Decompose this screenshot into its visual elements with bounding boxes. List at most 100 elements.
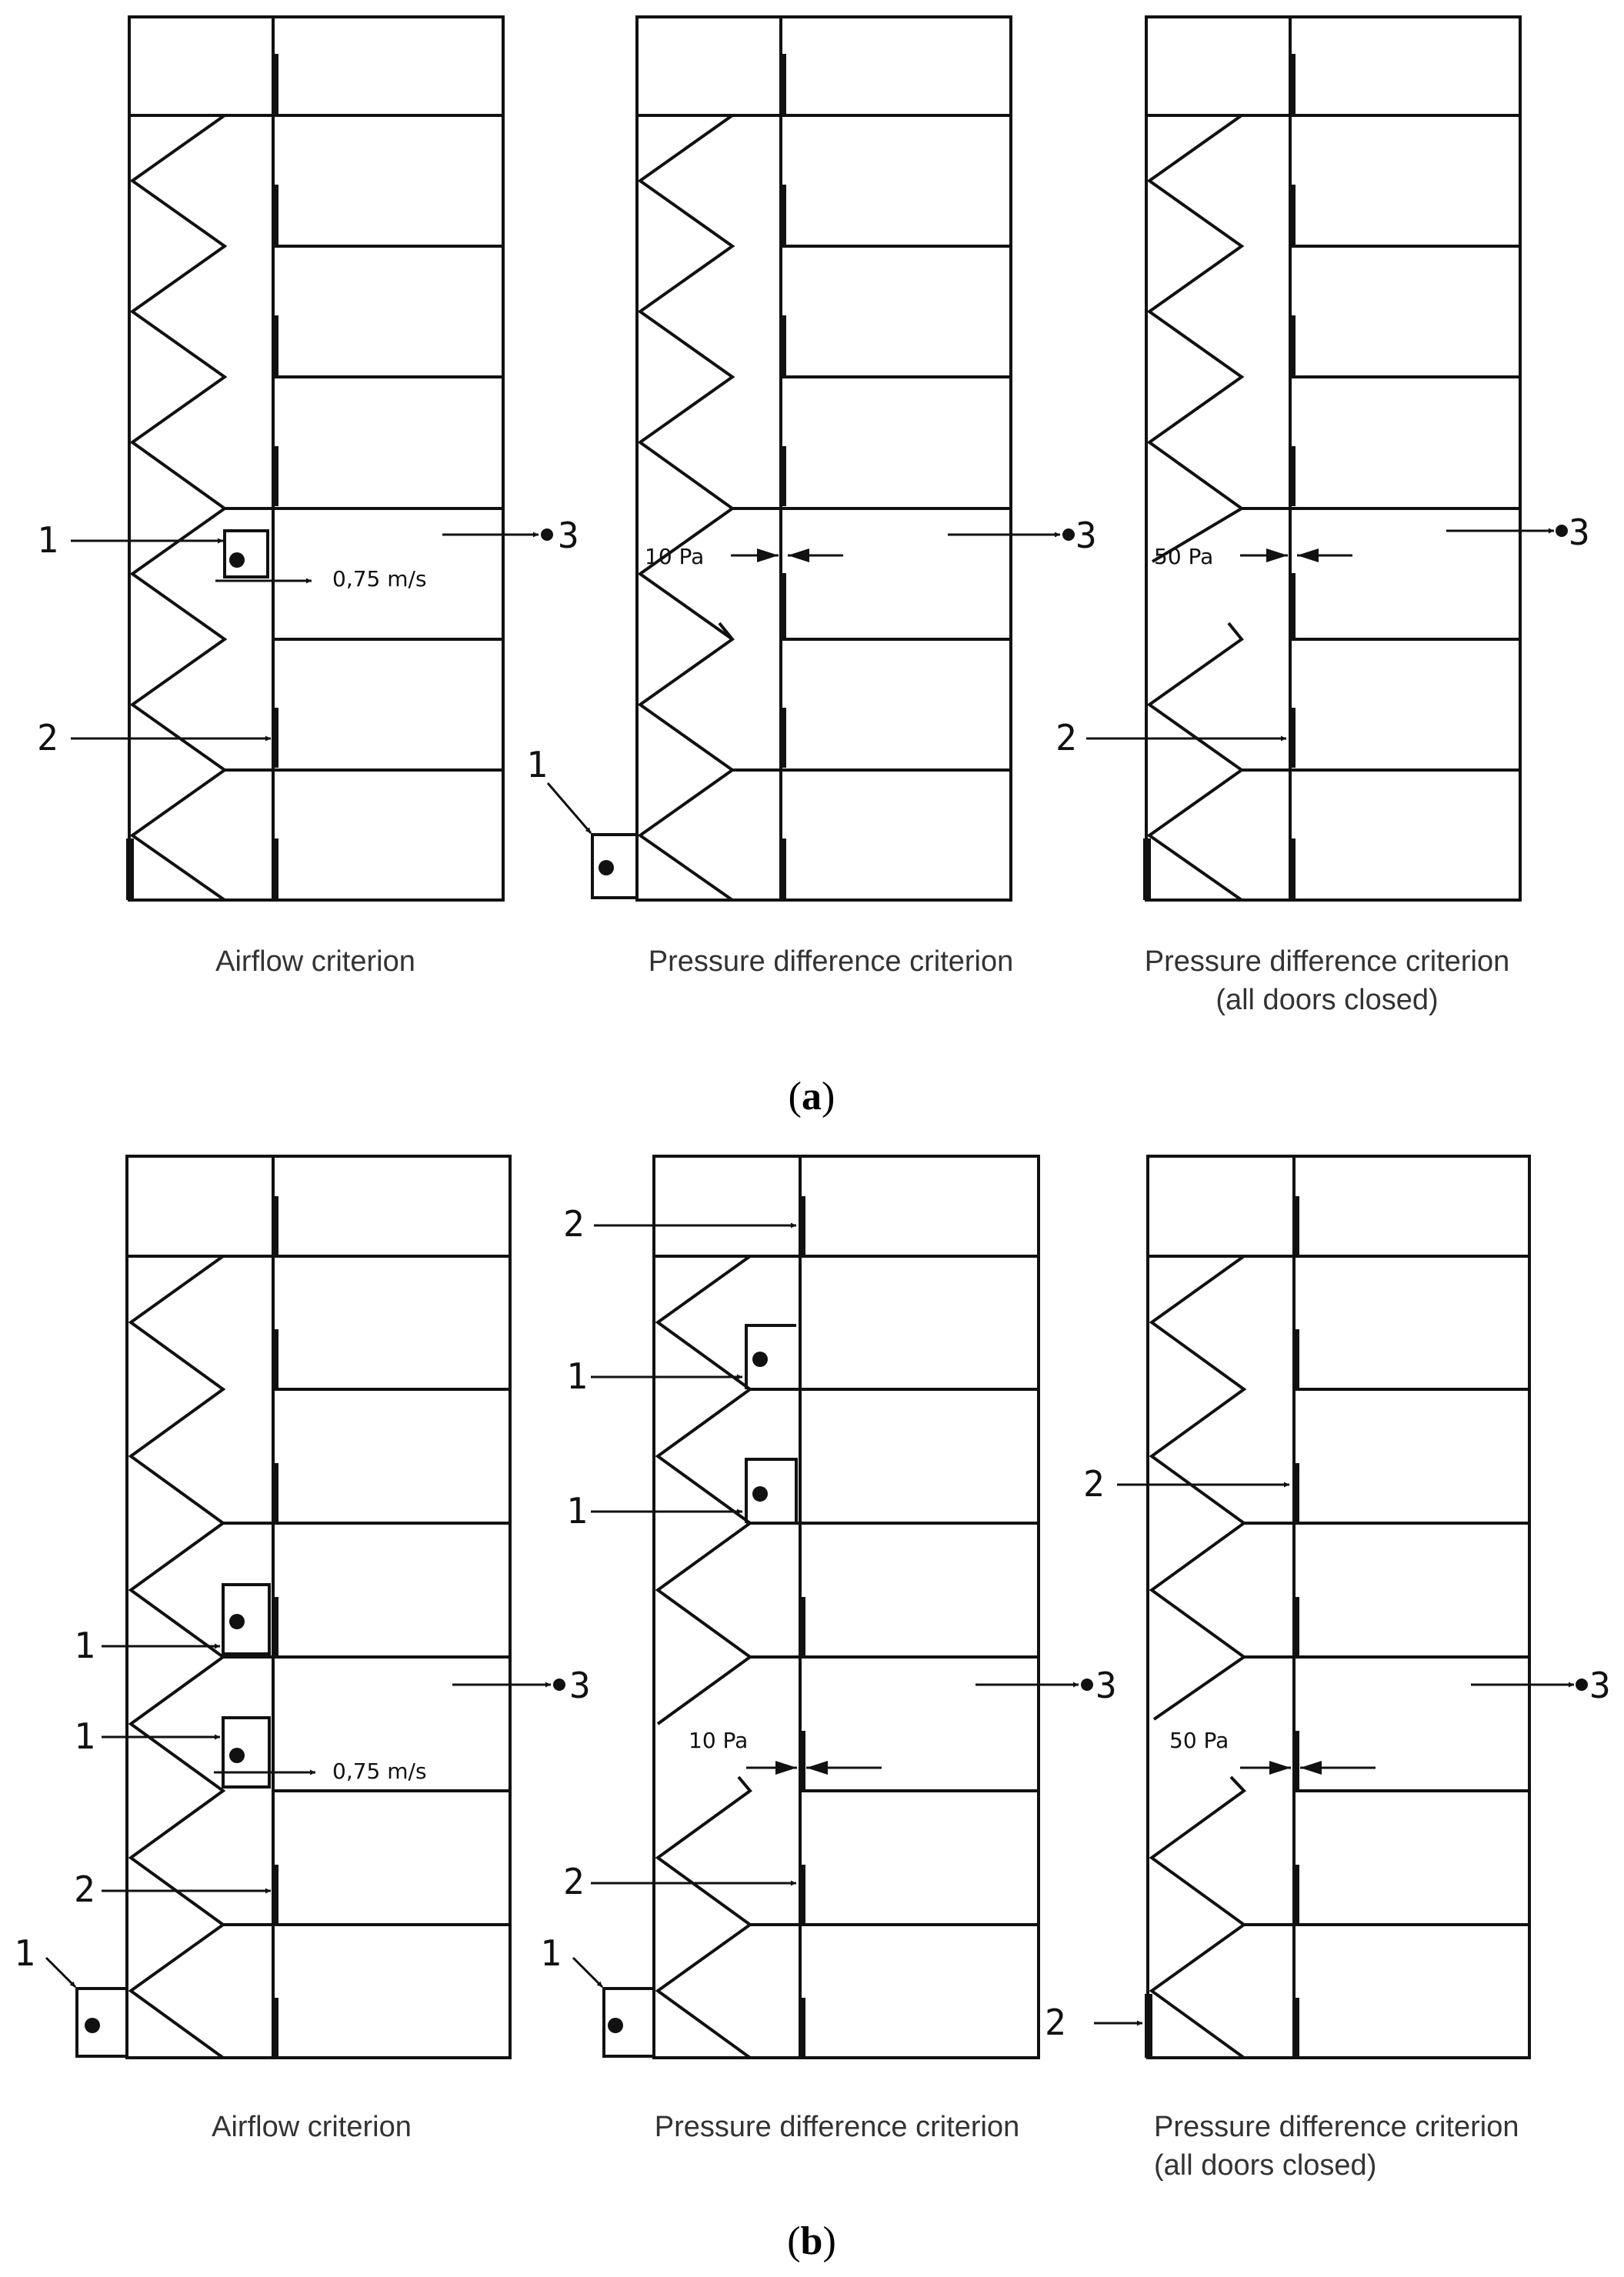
label-3: 3 bbox=[1569, 512, 1590, 553]
airflow-value: 0,75 m/s bbox=[332, 566, 427, 592]
pressure-value: 50 Pa bbox=[1154, 544, 1213, 569]
fan-dot bbox=[229, 552, 245, 568]
door bbox=[272, 1597, 278, 1656]
pressure-value: 50 Pa bbox=[1169, 1728, 1229, 1753]
label-1: 1 bbox=[566, 1355, 588, 1397]
panel-a3-building bbox=[1145, 15, 1522, 902]
door bbox=[272, 1463, 278, 1522]
panel-a1-doors bbox=[126, 54, 553, 900]
door bbox=[272, 1329, 278, 1389]
part-b: 1 1 1 2 3 0,75 m/s Airflow criterion bbox=[14, 1155, 1611, 2263]
label-1: 1 bbox=[74, 1715, 95, 1757]
door bbox=[272, 838, 278, 898]
panel-b1-building bbox=[75, 1155, 512, 2059]
door bbox=[1292, 1196, 1299, 1255]
door bbox=[799, 1865, 805, 1924]
caption: Pressure difference criterion bbox=[655, 2111, 1020, 2143]
door bbox=[1292, 1731, 1299, 1790]
door bbox=[272, 315, 278, 375]
stair-flight bbox=[637, 622, 735, 902]
door bbox=[1289, 185, 1296, 245]
door bbox=[272, 708, 278, 768]
fan-dot bbox=[608, 2018, 623, 2033]
door bbox=[1289, 838, 1296, 898]
stair-flight bbox=[1146, 622, 1245, 902]
door bbox=[1292, 1463, 1299, 1522]
panel-b1-doors bbox=[85, 1196, 565, 2057]
fan-box bbox=[75, 1987, 128, 2058]
outside-dot bbox=[1576, 1679, 1588, 1691]
door bbox=[1292, 1597, 1299, 1656]
label-1: 1 bbox=[37, 519, 58, 561]
door bbox=[1292, 1329, 1299, 1389]
fan-dot bbox=[599, 860, 614, 875]
door bbox=[272, 1998, 278, 2057]
label-1: 1 bbox=[566, 1490, 588, 1532]
subfigure-label-a: (a) bbox=[789, 1075, 835, 1118]
door bbox=[779, 838, 786, 898]
caption: Airflow criterion bbox=[215, 945, 415, 978]
panel-a1-arrows bbox=[71, 532, 539, 742]
label-2: 2 bbox=[563, 1203, 585, 1245]
airflow-value: 0,75 m/s bbox=[332, 1759, 427, 1784]
part-a: 1 2 3 0,75 m/s Airflow criterion bbox=[37, 15, 1590, 1118]
door bbox=[272, 54, 278, 114]
door bbox=[1289, 54, 1296, 114]
fan-dot bbox=[752, 1352, 768, 1367]
door bbox=[1292, 1998, 1299, 2057]
label-2: 2 bbox=[74, 1869, 95, 1910]
subfigure-label-b: (b) bbox=[787, 2219, 836, 2263]
outside-dot bbox=[541, 528, 553, 541]
caption: Pressure difference criterion bbox=[649, 945, 1014, 978]
door bbox=[1145, 1994, 1152, 2058]
outside-dot bbox=[1556, 525, 1568, 537]
door bbox=[779, 185, 786, 245]
fan-box bbox=[223, 529, 269, 578]
door bbox=[126, 838, 134, 900]
fan-box bbox=[745, 1324, 796, 1389]
label-2: 2 bbox=[1083, 1463, 1105, 1505]
door bbox=[799, 1597, 805, 1656]
outside-dot bbox=[1081, 1679, 1093, 1691]
caption: Airflow criterion bbox=[212, 2111, 412, 2143]
panel-b2-building bbox=[602, 1155, 1040, 2059]
door bbox=[272, 446, 278, 506]
label-1: 1 bbox=[74, 1625, 95, 1666]
fan-box bbox=[222, 1583, 271, 1655]
panel-b3-doors bbox=[1145, 1196, 1588, 2058]
door bbox=[272, 1196, 278, 1255]
door bbox=[779, 446, 786, 506]
label-2: 2 bbox=[37, 717, 58, 758]
label-1: 1 bbox=[14, 1932, 35, 1974]
fan-box bbox=[222, 1716, 271, 1789]
panel-a2-doors bbox=[599, 54, 1075, 898]
fan-dot bbox=[85, 2018, 100, 2033]
label-3: 3 bbox=[558, 515, 579, 556]
panel-a3-arrows bbox=[1086, 528, 1554, 742]
label-3: 3 bbox=[569, 1665, 591, 1706]
stair-flight bbox=[655, 1255, 753, 1725]
fan-dot bbox=[752, 1486, 768, 1502]
fan-dot bbox=[229, 1614, 245, 1629]
stair-flight bbox=[637, 114, 735, 641]
panel-a2-building bbox=[591, 15, 1012, 902]
door bbox=[779, 708, 786, 768]
panel-b1-arrows bbox=[45, 1643, 551, 1989]
caption: (all doors closed) bbox=[1215, 984, 1438, 1016]
door bbox=[272, 1865, 278, 1924]
stair-flight bbox=[1149, 1775, 1247, 2059]
fan-box bbox=[602, 1987, 655, 2058]
label-1: 1 bbox=[526, 744, 548, 785]
panel-a2-arrows bbox=[546, 532, 1060, 834]
caption: Pressure difference criterion bbox=[1154, 2111, 1519, 2143]
panel-b2-arrows bbox=[572, 1222, 1079, 1989]
stair-flight bbox=[129, 114, 228, 902]
door bbox=[1292, 1865, 1299, 1924]
door bbox=[799, 1731, 805, 1790]
label-3: 3 bbox=[1095, 1665, 1117, 1706]
pressure-value: 10 Pa bbox=[689, 1728, 748, 1753]
door bbox=[1289, 446, 1296, 506]
stair-flight bbox=[1149, 1255, 1247, 1721]
outside-dot bbox=[1062, 528, 1075, 541]
